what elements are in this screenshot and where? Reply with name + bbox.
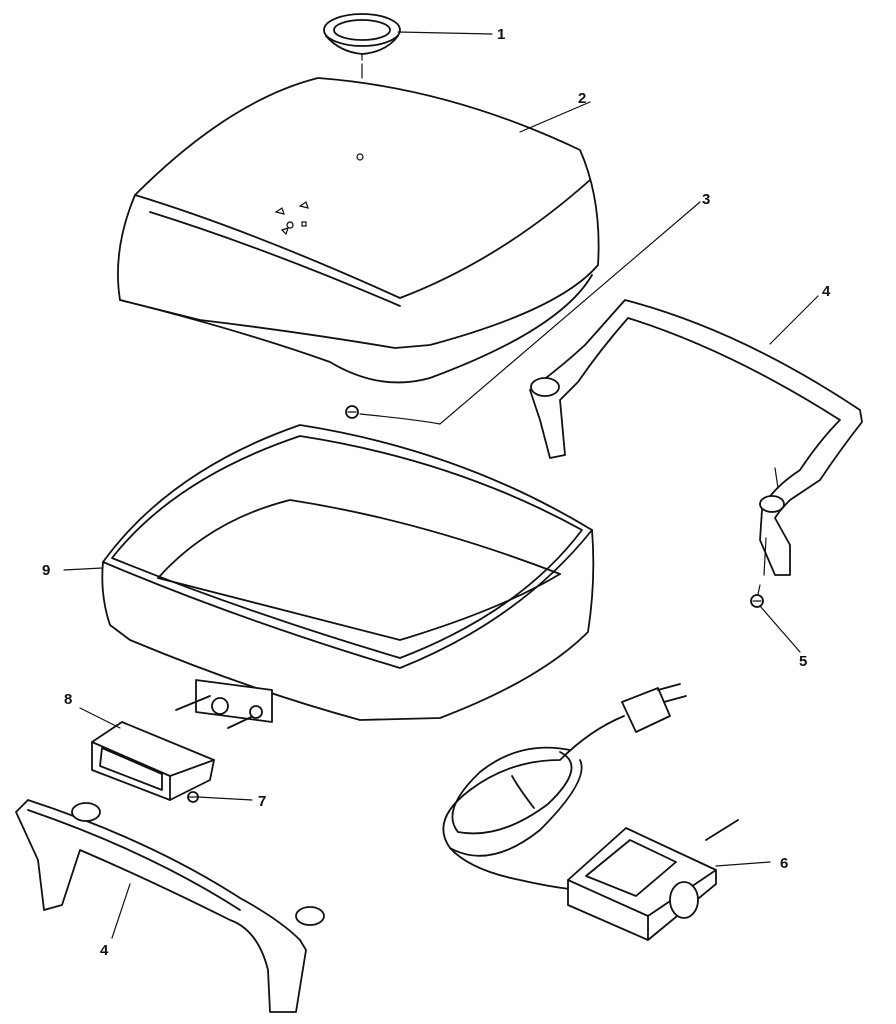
- part-9-pan-body: [101, 424, 595, 721]
- callout-4-left: 4: [100, 942, 109, 959]
- callout-2: 2: [578, 90, 586, 107]
- part-8-probe-housing: [91, 721, 215, 801]
- part-6-cord-and-control: [442, 683, 739, 941]
- part-1-lid-knob: [323, 13, 401, 79]
- part-3-screw: [345, 405, 359, 419]
- callout-labels: 1 2 3 4 5 6 7 8 9 4: [42, 26, 831, 959]
- leader-lines: [63, 31, 819, 939]
- part-4-handle-right: [529, 299, 863, 576]
- part-2-cover: [117, 77, 600, 384]
- callout-7: 7: [258, 793, 266, 810]
- callout-5: 5: [799, 653, 807, 670]
- part-7-screw: [187, 791, 199, 803]
- callout-8: 8: [64, 691, 72, 708]
- callout-1: 1: [497, 26, 505, 43]
- heating-terminal-bracket: [175, 679, 273, 729]
- part-5-screw: [750, 584, 764, 608]
- callout-3: 3: [702, 191, 710, 208]
- part-4-handle-left: [15, 799, 325, 1013]
- callout-4-right: 4: [822, 283, 831, 300]
- callout-6: 6: [780, 855, 788, 872]
- callout-9: 9: [42, 562, 50, 579]
